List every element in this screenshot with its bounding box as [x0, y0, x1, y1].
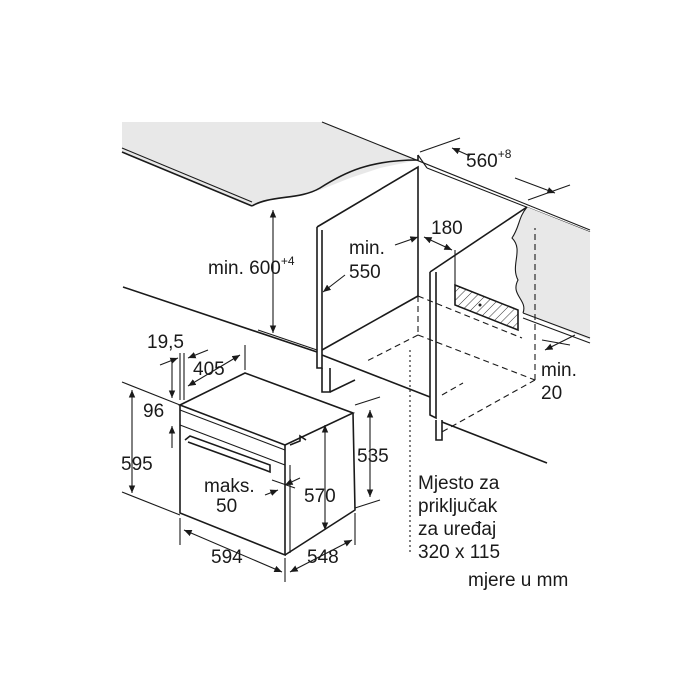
dim-gap-min-1: min. — [541, 360, 577, 381]
dim-tolerance: +4 — [280, 254, 295, 268]
dim-depth-min-2: 550 — [349, 262, 381, 283]
dim-front-depth: 405 — [193, 359, 225, 380]
dim-oven-depth: 548 — [307, 547, 339, 568]
units-label: mjere u mm — [468, 570, 569, 591]
dim-width-niche: 560+8 — [466, 148, 511, 172]
dim-panel-height: 96 — [143, 401, 165, 422]
note-line: Mjesto za — [418, 473, 500, 494]
note-line: 320 x 115 — [418, 542, 501, 563]
countertop — [121, 121, 591, 233]
dim-tolerance: +8 — [497, 147, 512, 161]
dim-maks-2: 50 — [216, 496, 238, 517]
dim-maks-1: maks. — [204, 476, 255, 497]
note-line: za uređaj — [418, 519, 497, 540]
note-line: priključak — [418, 496, 498, 517]
dim-value: min. 600 — [208, 258, 281, 279]
countertop-right — [511, 206, 591, 344]
dim-gap-min-2: 20 — [541, 383, 563, 404]
dim-oven-width: 594 — [211, 547, 243, 568]
dim-height-niche: min. 600+4 — [208, 255, 295, 279]
oven — [177, 372, 356, 557]
dim-front-offset: 19,5 — [147, 332, 184, 353]
dim-body-height: 570 — [304, 486, 336, 507]
dim-oven-height: 595 — [121, 454, 153, 475]
dim-side-height: 535 — [357, 446, 389, 467]
dim-depth-min-1: min. — [349, 238, 385, 259]
dim-cutout-180: 180 — [431, 218, 463, 239]
dimension-lines — [121, 137, 576, 582]
cabinet — [122, 165, 548, 555]
dim-value: 560 — [466, 151, 498, 172]
